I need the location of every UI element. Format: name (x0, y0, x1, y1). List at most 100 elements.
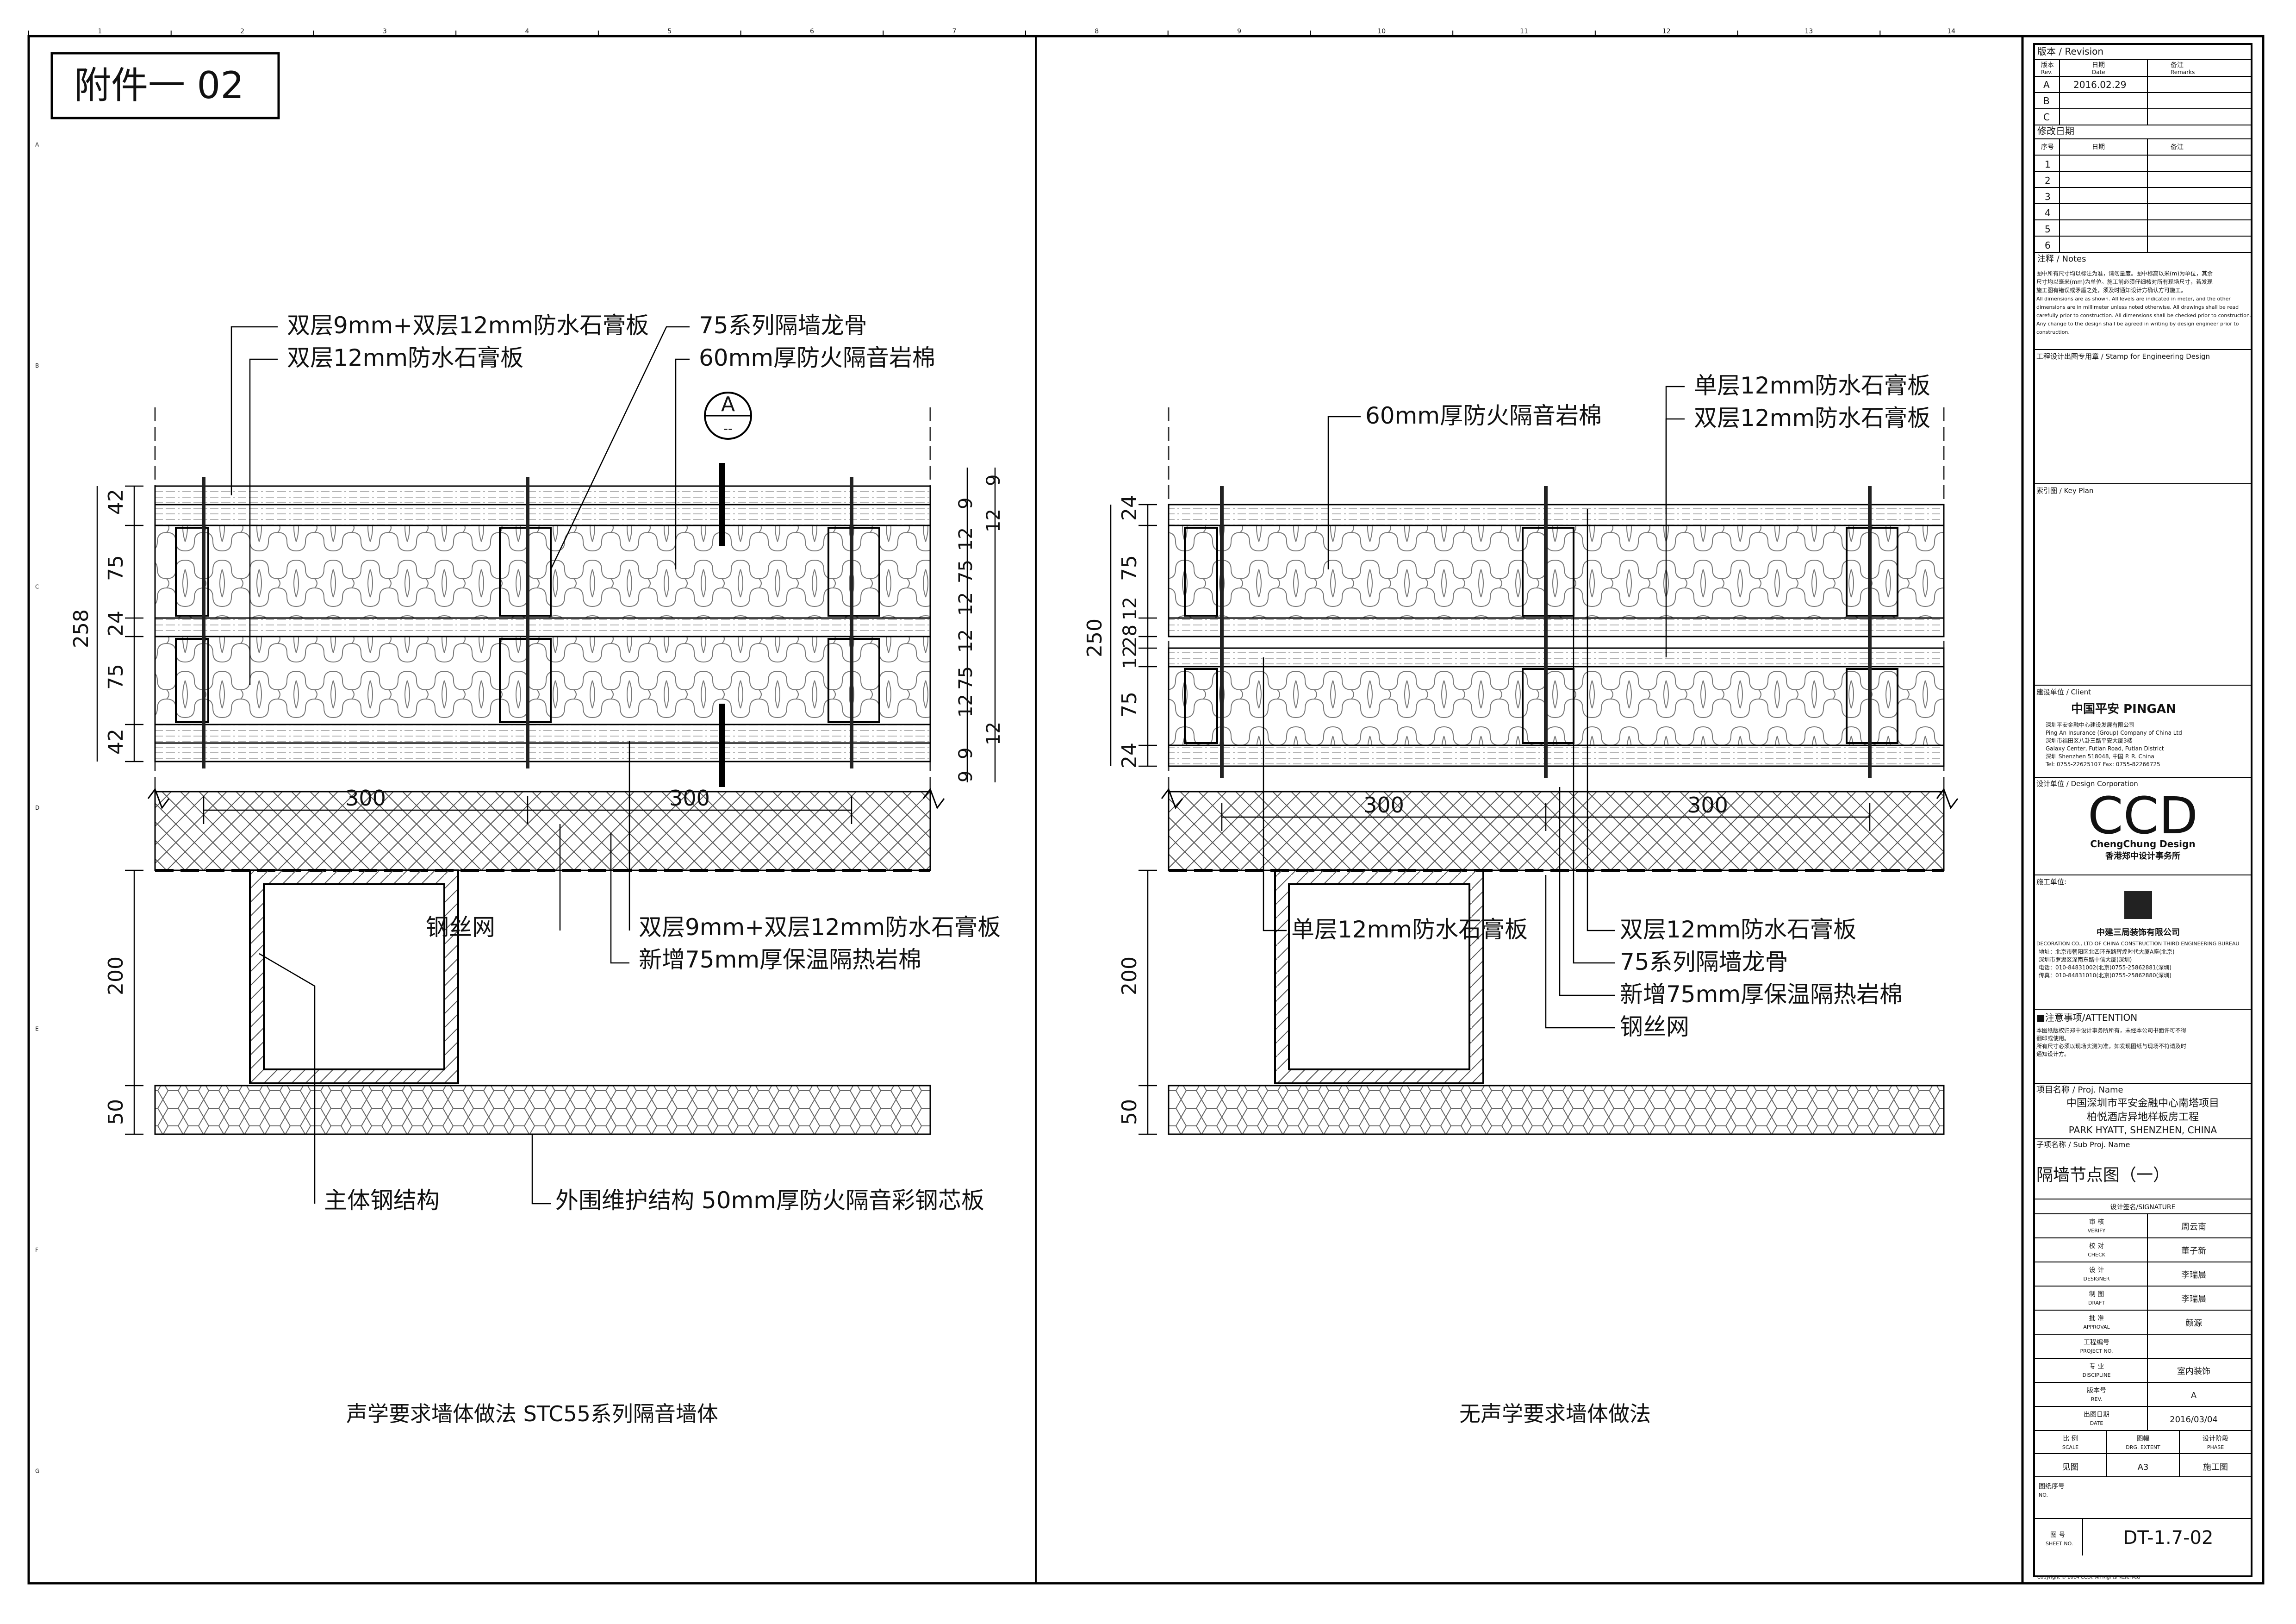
callout-top-2: 双层12mm防水石膏板 (287, 344, 523, 371)
spacing-2: 300 (669, 786, 710, 811)
sig-name: 董子新 (2181, 1246, 2206, 1256)
attention-line-2: 翻印或使用。 (2036, 1035, 2070, 1042)
dim-right-2: 9 (955, 498, 977, 509)
r-dim-lower-2: 50 (1118, 1099, 1141, 1125)
callout-bottom-2: 外围维护结构 50mm厚防火隔音彩钢芯板 (555, 1187, 984, 1214)
r-callout-top-3: 双层12mm防水石膏板 (1694, 405, 1930, 431)
sig-role-en: REV. (2091, 1396, 2102, 1402)
dim-right-3: 12 (983, 509, 1004, 532)
rev-b: B (2043, 95, 2050, 106)
sig-name: 颜源 (2185, 1318, 2202, 1328)
attachment-label: 附件一 02 (74, 64, 244, 107)
rev-c: C (2043, 112, 2050, 123)
mod-6: 6 (2045, 240, 2051, 251)
project-name-1: 中国深圳市平安金融中心南塔项目 (2066, 1098, 2219, 1109)
dim-left-5: 42 (104, 729, 128, 755)
r-dim-left-5: 12 (1120, 645, 1141, 669)
rev-col-3: 备注 (2171, 61, 2184, 69)
sig-role-en: CHECK (2088, 1252, 2106, 1258)
spacing-1: 300 (345, 786, 386, 811)
sheet-no-label-en: SHEET NO. (2046, 1541, 2073, 1547)
dim-left-2: 75 (104, 555, 128, 581)
grid-letter-A: A (35, 142, 39, 148)
r-dim-left-1: 24 (1118, 495, 1141, 521)
scale-val: 施工图 (2203, 1462, 2228, 1472)
attachment-label-box (50, 52, 280, 119)
dim-right-10: 12 (983, 722, 1004, 745)
notes-line-8: construction. (2036, 329, 2070, 335)
scale-val: 见图 (2062, 1462, 2079, 1472)
contractor-logo (2124, 891, 2152, 919)
sig-name: 2016/03/04 (2170, 1415, 2218, 1424)
r-callout-mid-3: 75系列隔墙龙骨 (1620, 949, 1788, 975)
client-line-4: Galaxy Center, Futian Road, Futian Distr… (2046, 745, 2164, 752)
revision-header: 版本 / Revision (2037, 46, 2103, 57)
grid-letter-G: G (35, 1468, 39, 1474)
rev-col-en-3: Remarks (2171, 69, 2195, 75)
scale-col: 比 例 (2063, 1435, 2078, 1443)
sig-role-en: DISCIPLINE (2083, 1372, 2111, 1378)
dim-right-9: 12 (955, 694, 977, 718)
notes-line-3: 施工图有错误或矛盾之处，须及时通知设计方确认方可施工。 (2036, 287, 2186, 294)
mod-2: 2 (2045, 175, 2051, 186)
dim-left-3: 24 (104, 611, 128, 637)
sig-role: 审 核 (2089, 1218, 2104, 1226)
dim-right-1: 9 (983, 475, 1004, 486)
contractor-line-4: 传真：010-84831010(北京)0755-25862880(深圳) (2039, 972, 2172, 979)
r-callout-top-1: 60mm厚防火隔音岩棉 (1365, 402, 1602, 429)
notes-line-2: 尺寸均以毫米(mm)为单位。施工前必须仔细核对所有现场尺寸，若发现 (2036, 278, 2213, 285)
scale-col-en: SCALE (2062, 1444, 2078, 1450)
grid-letter-B: B (35, 362, 39, 369)
grid-letter-E: E (35, 1025, 39, 1032)
grid-number-8: 8 (1095, 28, 1099, 35)
client-line-5: 深圳 Shenzhen 518048, 中国 P. R. China (2046, 753, 2154, 760)
design-header: 设计单位 / Design Corporation (2036, 780, 2138, 788)
rev-col-2: 日期 (2092, 62, 2105, 69)
grid-number-5: 5 (667, 28, 672, 35)
grid-number-9: 9 (1237, 28, 1241, 35)
sig-role: 校 对 (2089, 1242, 2104, 1250)
dim-right-12: 9 (955, 771, 977, 782)
left-wall-detail: A -- 42 75 24 75 42 258 200 50 9 9 12 12… (69, 312, 1004, 1426)
contractor-en: DECORATION CO., LTD OF CHINA CONSTRUCTIO… (2036, 941, 2239, 947)
client-line-2: Ping An Insurance (Group) Company of Chi… (2046, 730, 2182, 736)
sig-role-en: PROJECT NO. (2080, 1348, 2113, 1354)
rev-col-en-1: Rev. (2041, 69, 2053, 75)
grid-number-14: 14 (1947, 28, 1955, 35)
signature-header: 设计签名/SIGNATURE (2110, 1203, 2176, 1211)
dim-left-total: 258 (69, 609, 93, 648)
rev-col-1: 版本 (2041, 62, 2054, 69)
client-logo: 中国平安 PINGAN (2071, 702, 2176, 716)
dim-right-4: 12 (955, 527, 977, 551)
client-line-1: 深圳平安金融中心建设发展有限公司 (2046, 721, 2134, 728)
dim-right-5: 75 (955, 560, 977, 583)
notes-header: 注释 / Notes (2037, 254, 2086, 264)
client-line-3: 深圳市福田区八卦三路平安大厦3楼 (2046, 737, 2133, 744)
sig-role: 版本号 (2087, 1387, 2106, 1394)
sig-role-en: DESIGNER (2084, 1276, 2110, 1282)
sig-role: 出图日期 (2084, 1411, 2109, 1418)
contractor-header: 施工单位: (2036, 878, 2066, 886)
dim-lower-1: 200 (104, 956, 128, 995)
grid-letter-F: F (35, 1247, 38, 1253)
contractor-line-3: 电话：010-84831002(北京)0755-25862881(深圳) (2039, 964, 2172, 971)
rev-a: A (2043, 79, 2050, 90)
attention-header: ■注意事项/ATTENTION (2036, 1012, 2137, 1023)
drawing-no-label-en: NO. (2039, 1492, 2048, 1498)
dim-lower-2: 50 (104, 1099, 128, 1125)
sig-role: 专 业 (2089, 1363, 2104, 1370)
sig-role: 设 计 (2089, 1267, 2104, 1274)
right-caption: 无声学要求墙体做法 (1459, 1401, 1651, 1426)
mod-3: 3 (2045, 191, 2051, 202)
sig-role-en: VERIFY (2088, 1228, 2106, 1234)
dim-left-4: 75 (104, 664, 128, 690)
dim-right-6: 12 (955, 592, 977, 616)
sig-role-en: APPROVAL (2083, 1324, 2110, 1330)
dim-right-11: 9 (955, 748, 977, 759)
modify-header: 修改日期 (2037, 125, 2074, 137)
stamp-header: 工程设计出图专用章 / Stamp for Engineering Design (2036, 352, 2210, 361)
mod-4: 4 (2045, 207, 2051, 219)
attention-line-3: 所有尺寸必须以现场实测为准，如发现图纸与现场不符请及时 (2036, 1043, 2186, 1049)
